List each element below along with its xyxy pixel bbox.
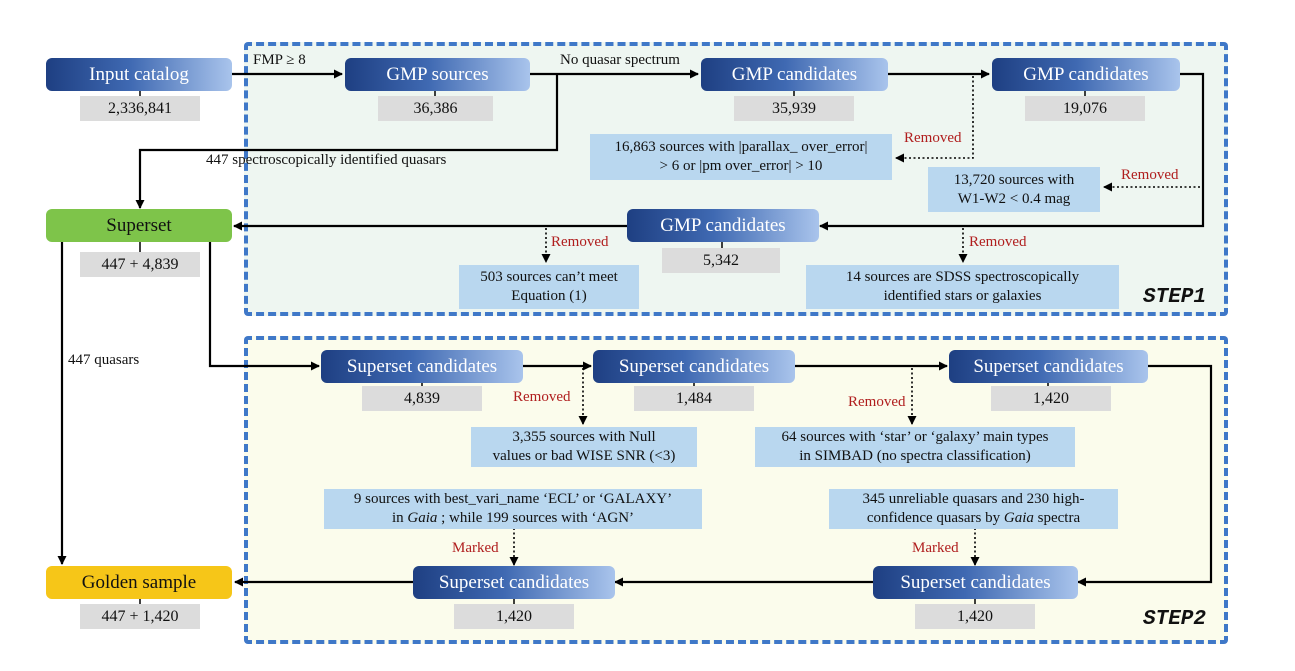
info-simbad-line2: in SIMBAD (no spectra classification): [799, 448, 1031, 464]
info-gaia: 345 unreliable quasars and 230 high- con…: [829, 489, 1118, 529]
info-equation-line1: 503 sources can’t meet: [480, 269, 618, 285]
count-gmp-candidates-2: 19,076: [1025, 96, 1145, 121]
node-superset-candidates-2: Superset candidates: [593, 350, 795, 383]
info-gaia-line2: confidence quasars by Gaia spectra: [867, 509, 1080, 528]
info-sdss-line1: 14 sources are SDSS spectroscopically: [845, 269, 1080, 285]
info-null-line1: 3,355 sources with Null: [512, 429, 656, 445]
info-vari-line2-b: ; while 199 sources with ‘AGN’: [437, 510, 635, 526]
node-gmp-candidates-3: GMP candidates: [627, 209, 819, 242]
label-removed-1: Removed: [904, 130, 962, 146]
count-superset-candidates-1: 4,839: [362, 386, 482, 411]
node-golden-sample: Golden sample: [46, 566, 232, 599]
label-marked-2: Marked: [912, 540, 959, 556]
label-447-quasars: 447 quasars: [68, 352, 140, 368]
info-vari: 9 sources with best_vari_name ‘ECL’ or ‘…: [324, 489, 702, 529]
count-superset-candidates-3: 1,420: [991, 386, 1111, 411]
info-parallax-line2: > 6 or |pm over_error| > 10: [659, 158, 823, 174]
info-w1w2-line1: 13,720 sources with: [953, 171, 1075, 188]
label-no-quasar: No quasar spectrum: [560, 52, 680, 68]
node-superset: Superset: [46, 209, 232, 242]
info-gaia-line1: 345 unreliable quasars and 230 high-: [862, 491, 1085, 507]
count-gmp-sources: 36,386: [378, 96, 493, 121]
info-vari-line2-gaia: Gaia: [407, 510, 438, 526]
count-superset-candidates-2: 1,484: [634, 386, 754, 411]
info-simbad: 64 sources with ‘star’ or ‘galaxy’ main …: [755, 427, 1075, 467]
info-gaia-line2-b: spectra: [1033, 510, 1081, 526]
label-removed-4: Removed: [969, 234, 1027, 250]
info-w1w2: 13,720 sources with W1-W2 < 0.4 mag: [928, 167, 1100, 212]
info-null-line2: values or bad WISE SNR (<3): [492, 448, 676, 464]
info-gaia-line2-a: confidence quasars by: [866, 510, 1004, 526]
count-superset-candidates-4: 1,420: [454, 604, 574, 629]
count-gmp-candidates-3: 5,342: [662, 248, 780, 273]
node-superset-candidates-5: Superset candidates: [873, 566, 1078, 599]
info-vari-line2-a: in: [391, 510, 408, 526]
node-superset-candidates-3: Superset candidates: [949, 350, 1148, 383]
info-equation: 503 sources can’t meet Equation (1): [459, 265, 639, 309]
info-parallax: 16,863 sources with |parallax_ over_erro…: [590, 134, 892, 180]
info-vari-line2: in Gaia ; while 199 sources with ‘AGN’: [392, 509, 634, 528]
label-fmp: FMP ≥ 8: [253, 52, 306, 68]
node-input-catalog: Input catalog: [46, 58, 232, 91]
count-gmp-candidates-1: 35,939: [734, 96, 854, 121]
count-input-catalog: 2,336,841: [80, 96, 200, 121]
info-w1w2-line2: W1-W2 < 0.4 mag: [957, 190, 1071, 207]
info-sdss-line2: identified stars or galaxies: [883, 288, 1042, 304]
info-vari-line1: 9 sources with best_vari_name ‘ECL’ or ‘…: [353, 491, 673, 507]
label-marked-1: Marked: [452, 540, 499, 556]
node-superset-candidates-4: Superset candidates: [413, 566, 615, 599]
info-parallax-line1: 16,863 sources with |parallax_ over_erro…: [614, 139, 868, 155]
count-superset: 447 + 4,839: [80, 252, 200, 277]
step2-title: STEP2: [1143, 608, 1207, 631]
count-golden-sample: 447 + 1,420: [80, 604, 200, 629]
node-superset-candidates-1: Superset candidates: [321, 350, 523, 383]
count-superset-candidates-5: 1,420: [915, 604, 1035, 629]
label-removed-3: Removed: [551, 234, 609, 250]
step1-title: STEP1: [1143, 286, 1207, 309]
node-gmp-sources: GMP sources: [345, 58, 530, 91]
info-null: 3,355 sources with Null values or bad WI…: [471, 427, 697, 467]
label-removed-5: Removed: [513, 389, 571, 405]
info-equation-line2: Equation (1): [511, 288, 587, 304]
node-gmp-candidates-1: GMP candidates: [701, 58, 888, 91]
label-removed-6: Removed: [848, 394, 906, 410]
info-sdss: 14 sources are SDSS spectroscopically id…: [806, 265, 1119, 309]
label-spectro-quasars: 447 spectroscopically identified quasars: [206, 152, 447, 168]
info-gaia-line2-gaia: Gaia: [1003, 510, 1034, 526]
info-simbad-line1: 64 sources with ‘star’ or ‘galaxy’ main …: [781, 429, 1049, 445]
node-gmp-candidates-2: GMP candidates: [992, 58, 1180, 91]
label-removed-2: Removed: [1121, 167, 1179, 183]
